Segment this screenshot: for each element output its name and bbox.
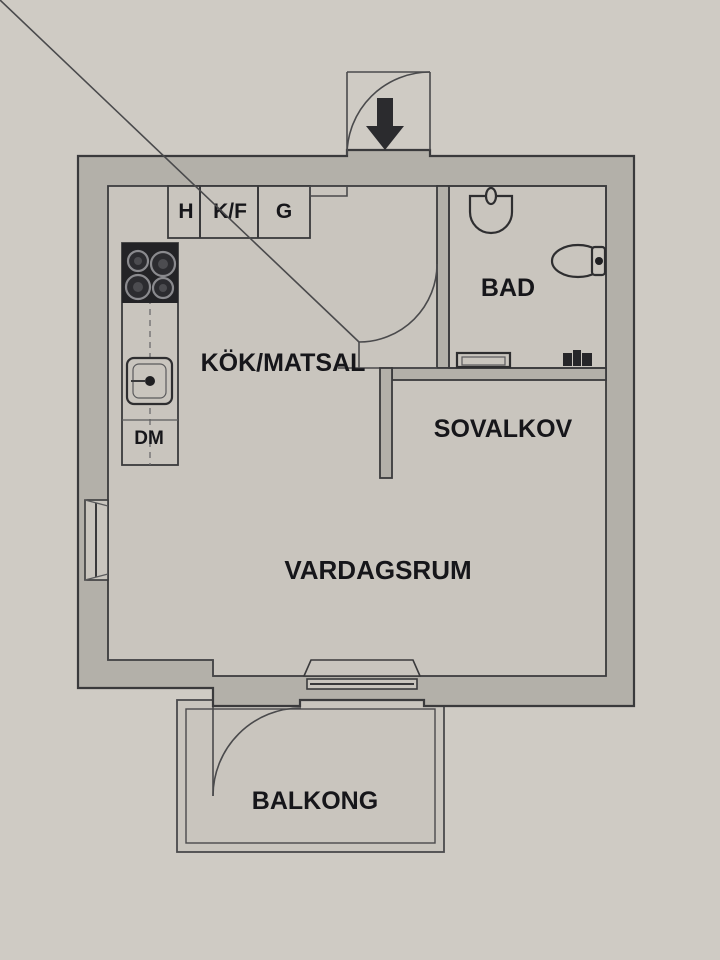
entrance-door (346, 71, 431, 156)
window-sill-bottom (84, 573, 109, 581)
apartment-walls (76, 148, 636, 708)
balcony-door-reveal (302, 659, 422, 677)
four-burner-stovetop-icon (122, 243, 178, 303)
cabinet-run-outline (167, 185, 311, 239)
room-label-bad: BAD (481, 274, 535, 302)
wash-basin-icon (468, 186, 514, 235)
kitchen-counter-run (121, 242, 179, 466)
hall-cabinet-run (167, 185, 348, 239)
room-label-sovalkov: SOVALKOV (434, 415, 573, 443)
balcony-area (176, 699, 445, 853)
balcony-inner-rail (185, 708, 436, 844)
room-label-balkong: BALKONG (252, 787, 378, 815)
cabinet-return-to-hall (309, 186, 348, 197)
bathroom-wall-left (436, 185, 450, 369)
balcony-door-swing-arc (212, 707, 302, 797)
entry-direction-arrow-icon (366, 98, 404, 150)
washing-machine-icon (563, 350, 592, 366)
bathroom-inner-outline (448, 185, 607, 369)
cabinet-label-h: H (178, 200, 193, 223)
bathroom-door-swing-arc (358, 263, 438, 343)
shower-tray-icon (455, 351, 512, 369)
cabinet-label-kf: K/F (213, 200, 247, 223)
bathroom-structure (391, 185, 607, 381)
window-sill-top (84, 499, 109, 507)
sovalkov-wall-left (379, 367, 393, 479)
balcony-glass-door (302, 659, 422, 690)
kitchen-sink-icon (125, 356, 174, 406)
sovalkov-partition (379, 367, 393, 479)
dishwasher-label: DM (134, 428, 164, 449)
room-label-kok-matsal: KÖK/MATSAL (201, 348, 366, 377)
bathroom-door-threshold (0, 0, 360, 343)
bathroom-wall-bottom (391, 367, 607, 381)
cabinet-label-g: G (276, 200, 292, 223)
balcony-outline (176, 699, 445, 853)
living-room-window (84, 499, 109, 581)
entrance-door-swing-arc (346, 71, 431, 156)
toilet-icon (550, 243, 607, 279)
room-label-vardagsrum: VARDAGSRUM (284, 555, 471, 585)
